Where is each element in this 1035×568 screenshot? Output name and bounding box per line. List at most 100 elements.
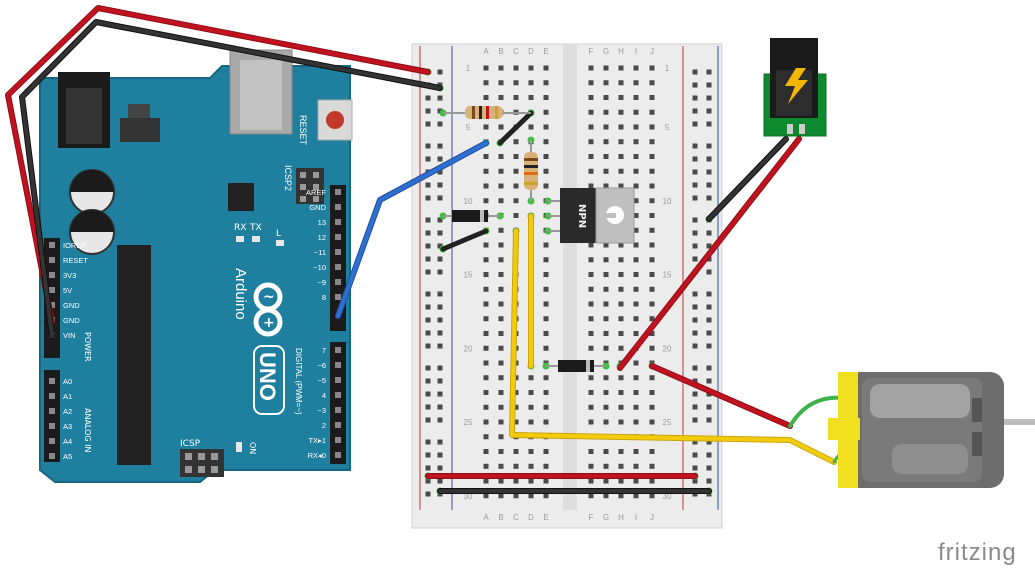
column-label: H bbox=[618, 47, 624, 56]
rail-hole bbox=[425, 156, 431, 162]
rail-hole bbox=[437, 95, 443, 101]
header-pin bbox=[335, 279, 341, 285]
breadboard-hole bbox=[618, 154, 624, 159]
breadboard-hole bbox=[528, 419, 534, 425]
breadboard-hole bbox=[633, 404, 639, 410]
row-label: 30 bbox=[464, 492, 473, 501]
reset-label: RESET bbox=[298, 115, 308, 146]
breadboard-hole bbox=[649, 95, 655, 100]
breadboard-hole bbox=[618, 375, 624, 381]
rail-hole bbox=[706, 404, 712, 410]
breadboard-hole bbox=[603, 478, 609, 484]
rail-hole bbox=[437, 330, 443, 336]
breadboard-hole bbox=[649, 272, 655, 277]
breadboard-hole bbox=[483, 449, 489, 454]
breadboard-hole bbox=[618, 80, 624, 86]
on-label: ON bbox=[248, 442, 257, 454]
breadboard-hole bbox=[633, 331, 639, 336]
breadboard-hole bbox=[483, 198, 489, 204]
breadboard-hole bbox=[528, 449, 534, 454]
rail-hole bbox=[437, 256, 443, 262]
breadboard-hole bbox=[649, 375, 655, 381]
breadboard-hole bbox=[483, 65, 489, 71]
breadboard-hole bbox=[483, 419, 489, 425]
breadboard-hole bbox=[498, 360, 504, 366]
breadboard-hole bbox=[633, 360, 639, 366]
breadboard-hole bbox=[483, 390, 489, 395]
rail-hole bbox=[692, 182, 698, 188]
breadboard-hole bbox=[633, 463, 639, 469]
rail-hole bbox=[706, 343, 712, 349]
breadboard-hole bbox=[483, 80, 489, 86]
rail-hole bbox=[425, 143, 431, 149]
rail-hole bbox=[437, 243, 443, 249]
rail-hole bbox=[425, 95, 431, 101]
rail-hole bbox=[425, 182, 431, 188]
rail-hole bbox=[706, 156, 712, 162]
breadboard-hole bbox=[543, 493, 549, 499]
breadboard-hole bbox=[528, 124, 534, 130]
breadboard-hole bbox=[633, 109, 639, 115]
column-label: A bbox=[483, 513, 489, 522]
breadboard-hole bbox=[543, 242, 549, 248]
breadboard-hole bbox=[543, 95, 549, 100]
rail-hole bbox=[425, 404, 431, 410]
lightning-bolt-icon bbox=[785, 68, 808, 104]
pin-label: ~5 bbox=[317, 376, 326, 385]
rail-hole bbox=[437, 69, 443, 75]
breadboard-hole bbox=[618, 109, 624, 115]
atmega-chip bbox=[117, 245, 151, 465]
rail-hole bbox=[425, 478, 431, 484]
rail-hole bbox=[706, 69, 712, 75]
column-label: I bbox=[635, 513, 637, 522]
pin-label: IOREF bbox=[63, 241, 86, 250]
rail-hole bbox=[706, 330, 712, 336]
rail-hole bbox=[425, 465, 431, 471]
rail-hole bbox=[425, 452, 431, 458]
breadboard-hole bbox=[649, 390, 655, 395]
rail-hole bbox=[692, 478, 698, 484]
column-label: G bbox=[603, 513, 609, 522]
breadboard-hole bbox=[513, 449, 519, 454]
breadboard-hole bbox=[649, 183, 655, 189]
breadboard-hole bbox=[588, 168, 594, 174]
breadboard-hole bbox=[603, 345, 609, 351]
rail-hole bbox=[437, 195, 443, 201]
breadboard-hole bbox=[618, 65, 624, 71]
breadboard-hole bbox=[633, 242, 639, 248]
rail-hole bbox=[437, 343, 443, 349]
rail-hole bbox=[437, 452, 443, 458]
reset-button[interactable] bbox=[317, 99, 353, 141]
breadboard-hole bbox=[483, 478, 489, 484]
rail-hole bbox=[706, 108, 712, 114]
breadboard-hole bbox=[483, 375, 489, 381]
rail-hole bbox=[692, 230, 698, 236]
column-label: H bbox=[618, 513, 624, 522]
breadboard-hole bbox=[603, 463, 609, 469]
breadboard-hole bbox=[498, 463, 504, 469]
breadboard-hole bbox=[498, 183, 504, 189]
breadboard-hole bbox=[633, 493, 639, 499]
breadboard-hole bbox=[483, 316, 489, 322]
column-label: B bbox=[498, 513, 503, 522]
column-label: I bbox=[635, 47, 637, 56]
breadboard-hole bbox=[603, 331, 609, 336]
rail-hole bbox=[692, 439, 698, 445]
breadboard-hole bbox=[603, 124, 609, 130]
header-pin bbox=[335, 422, 341, 428]
header-pin bbox=[49, 257, 55, 263]
breadboard-hole bbox=[603, 272, 609, 277]
rail-hole bbox=[706, 269, 712, 275]
breadboard-hole bbox=[543, 139, 549, 145]
breadboard-hole bbox=[543, 345, 549, 351]
pin-label: RX◂0 bbox=[308, 451, 326, 460]
breadboard-hole bbox=[543, 449, 549, 454]
breadboard-hole bbox=[603, 493, 609, 499]
row-label: 20 bbox=[464, 344, 473, 353]
pin-label: TX▸1 bbox=[308, 436, 326, 445]
rail-hole bbox=[437, 217, 443, 223]
rail-hole bbox=[706, 82, 712, 88]
header-pin bbox=[49, 408, 55, 414]
